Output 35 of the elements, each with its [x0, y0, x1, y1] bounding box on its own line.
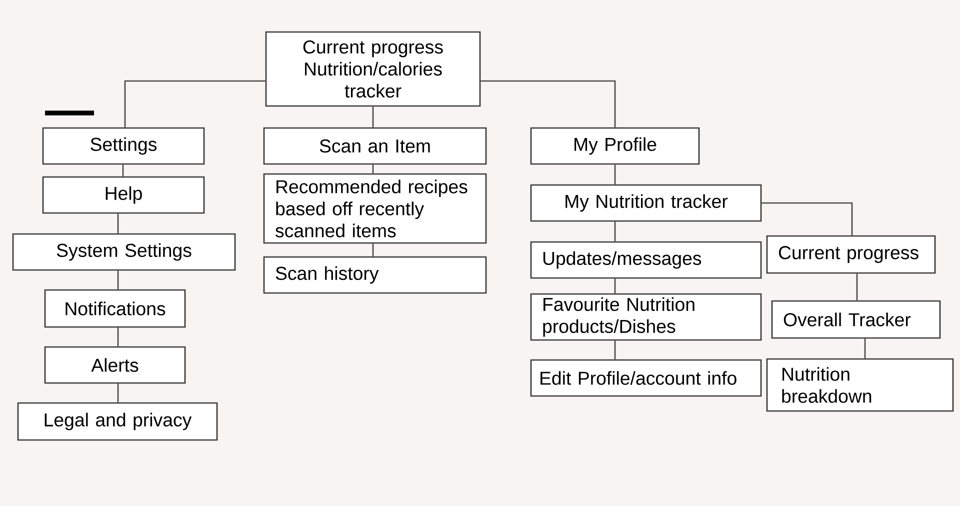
text-box: Settings [42, 127, 205, 165]
text-box: Updates/messages [530, 241, 762, 279]
connector-line [117, 328, 119, 346]
connector-line [117, 270, 119, 290]
text-box: My Profile [530, 127, 700, 165]
text-box: Scan an Item [263, 127, 487, 165]
text-box: Legal and privacy [17, 402, 218, 441]
connector-line [614, 222, 616, 242]
text-box: Help [42, 176, 205, 214]
text-box: Edit Profile/account info [530, 359, 762, 397]
connector-line [117, 384, 119, 402]
text-box: Current progress [766, 235, 936, 274]
connector-line [614, 278, 616, 294]
text-box: Overall Tracker [771, 300, 941, 339]
connector-line [614, 164, 616, 184]
text-box: Notifications [44, 289, 186, 328]
connector-line [372, 164, 374, 174]
text-box: Alerts [44, 346, 186, 384]
text-box: Favourite Nutrition products/Dishes [530, 293, 762, 341]
text-box: Current progress Nutrition/calories tracker [265, 31, 481, 107]
text-box: System Settings [12, 233, 236, 271]
connector-line [856, 274, 858, 300]
connector-line [122, 164, 124, 176]
connector-line [762, 202, 853, 236]
text-box: My Nutrition tracker [530, 184, 762, 222]
text-box: Scan history [263, 256, 487, 294]
text-box: Recommended recipes based off recently scanned items [263, 173, 487, 244]
connector-line [372, 106, 374, 128]
connector-line [124, 80, 266, 128]
connector-line [864, 338, 866, 358]
connector-line [614, 340, 616, 360]
text-box: Nutrition breakdown [766, 358, 954, 412]
connector-line [117, 214, 119, 234]
connector-line [372, 244, 374, 256]
connector-line [480, 80, 616, 128]
